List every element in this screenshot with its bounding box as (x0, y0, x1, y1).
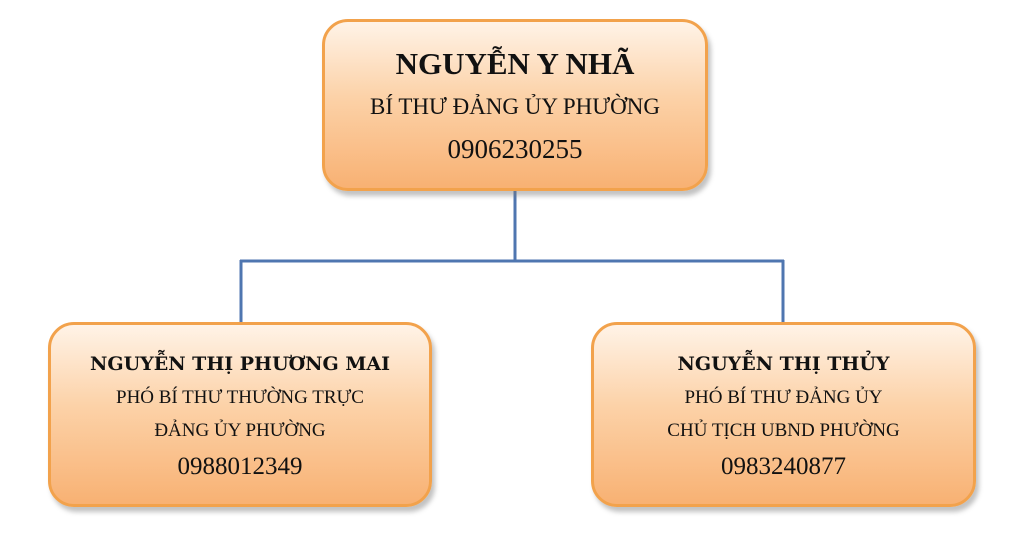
org-node-deputy-secretary-chairwoman: NGUYỄN THỊ THỦY PHÓ BÍ THƯ ĐẢNG ỦY CHỦ T… (591, 322, 976, 507)
org-node-party-secretary: NGUYỄN Y NHÃ BÍ THƯ ĐẢNG ỦY PHƯỜNG 09062… (322, 19, 708, 191)
node-phone: 0983240877 (721, 453, 846, 480)
node-phone: 0906230255 (447, 134, 583, 164)
node-role-line-2: CHỦ TỊCH UBND PHƯỜNG (667, 420, 900, 441)
node-name: NGUYỄN THỊ PHƯƠNG MAI (89, 353, 390, 375)
node-phone: 0988012349 (177, 453, 303, 480)
org-node-standing-deputy-secretary: NGUYỄN THỊ PHƯƠNG MAI PHÓ BÍ THƯ THƯỜNG … (48, 322, 432, 507)
node-role: BÍ THƯ ĐẢNG ỦY PHƯỜNG (370, 94, 660, 119)
node-role-line-2: ĐẢNG ỦY PHƯỜNG (154, 420, 326, 441)
node-role-line-1: PHÓ BÍ THƯ ĐẢNG ỦY (684, 387, 883, 408)
node-role-line-1: PHÓ BÍ THƯ THƯỜNG TRỰC (116, 387, 364, 408)
node-name: NGUYỄN Y NHÃ (395, 46, 635, 81)
node-name: NGUYỄN THỊ THỦY (677, 353, 890, 375)
